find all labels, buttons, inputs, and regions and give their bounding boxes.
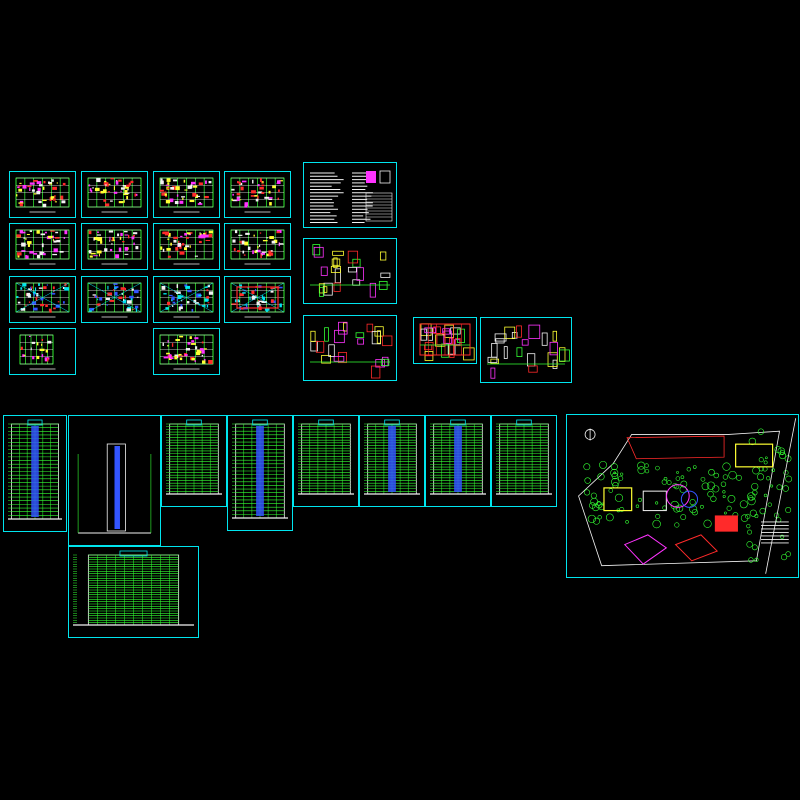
elevation-sheet-8-graphic bbox=[73, 550, 194, 626]
elevation-sheet-6-graphic bbox=[430, 419, 486, 495]
floor-plan-sheet-6-graphic bbox=[87, 229, 142, 265]
floor-plan-sheet-2[interactable] bbox=[81, 171, 148, 218]
floor-plan-sheet-4-graphic bbox=[230, 177, 285, 213]
floor-plan-sheet-12[interactable] bbox=[224, 276, 291, 323]
elevation-sheet-1-graphic bbox=[8, 419, 62, 520]
floor-plan-sheet-12-graphic bbox=[230, 282, 285, 318]
elevation-sheet-4[interactable] bbox=[293, 415, 359, 507]
detail-sheet-1[interactable] bbox=[303, 238, 397, 304]
site-plan-sheet-graphic bbox=[578, 418, 797, 574]
section-sheet-1[interactable] bbox=[68, 415, 161, 546]
floor-plan-sheet-3[interactable] bbox=[153, 171, 220, 218]
design-notes-sheet[interactable] bbox=[303, 162, 397, 228]
detail-sheet-3-graphic bbox=[419, 323, 475, 361]
elevation-sheet-1[interactable] bbox=[3, 415, 67, 532]
floor-plan-sheet-4[interactable] bbox=[224, 171, 291, 218]
floor-plan-sheet-10-graphic bbox=[87, 282, 142, 318]
floor-plan-sheet-5-graphic bbox=[15, 229, 70, 265]
floor-plan-sheet-1-graphic bbox=[15, 177, 70, 213]
floor-plan-sheet-2-graphic bbox=[87, 177, 142, 213]
floor-plan-sheet-11[interactable] bbox=[153, 276, 220, 323]
site-plan-sheet[interactable] bbox=[566, 414, 799, 578]
detail-sheet-2[interactable] bbox=[303, 315, 397, 381]
detail-sheet-1-graphic bbox=[310, 244, 391, 298]
floor-plan-sheet-1[interactable] bbox=[9, 171, 76, 218]
elevation-sheet-7[interactable] bbox=[491, 415, 557, 507]
elevation-sheet-5[interactable] bbox=[359, 415, 425, 507]
floor-plan-sheet-14[interactable] bbox=[153, 328, 220, 375]
detail-sheet-2-graphic bbox=[310, 321, 393, 379]
section-sheet-1-graphic bbox=[77, 443, 152, 534]
elevation-sheet-3-graphic bbox=[232, 419, 288, 519]
elevation-sheet-2-graphic bbox=[166, 419, 222, 495]
floor-plan-sheet-9-graphic bbox=[15, 282, 70, 318]
floor-plan-sheet-3-graphic bbox=[159, 177, 214, 213]
floor-plan-sheet-7-graphic bbox=[159, 229, 214, 265]
elevation-sheet-7-graphic bbox=[496, 419, 552, 495]
floor-plan-sheet-13-graphic bbox=[19, 334, 56, 370]
elevation-sheet-2[interactable] bbox=[161, 415, 227, 507]
floor-plan-sheet-13[interactable] bbox=[9, 328, 76, 375]
floor-plan-sheet-5[interactable] bbox=[9, 223, 76, 270]
floor-plan-sheet-11-graphic bbox=[159, 282, 214, 318]
elevation-sheet-4-graphic bbox=[298, 419, 354, 495]
floor-plan-sheet-9[interactable] bbox=[9, 276, 76, 323]
elevation-sheet-5-graphic bbox=[364, 419, 420, 495]
elevation-sheet-6[interactable] bbox=[425, 415, 491, 507]
elevation-sheet-8[interactable] bbox=[68, 546, 199, 638]
design-notes-sheet-graphic bbox=[310, 170, 393, 223]
floor-plan-sheet-7[interactable] bbox=[153, 223, 220, 270]
floor-plan-sheet-10[interactable] bbox=[81, 276, 148, 323]
floor-plan-sheet-8-graphic bbox=[230, 229, 285, 265]
detail-sheet-4-graphic bbox=[487, 324, 570, 379]
floor-plan-sheet-8[interactable] bbox=[224, 223, 291, 270]
detail-sheet-4[interactable] bbox=[480, 317, 572, 383]
elevation-sheet-3[interactable] bbox=[227, 415, 293, 531]
floor-plan-sheet-14-graphic bbox=[159, 334, 214, 370]
detail-sheet-3[interactable] bbox=[413, 317, 477, 364]
floor-plan-sheet-6[interactable] bbox=[81, 223, 148, 270]
